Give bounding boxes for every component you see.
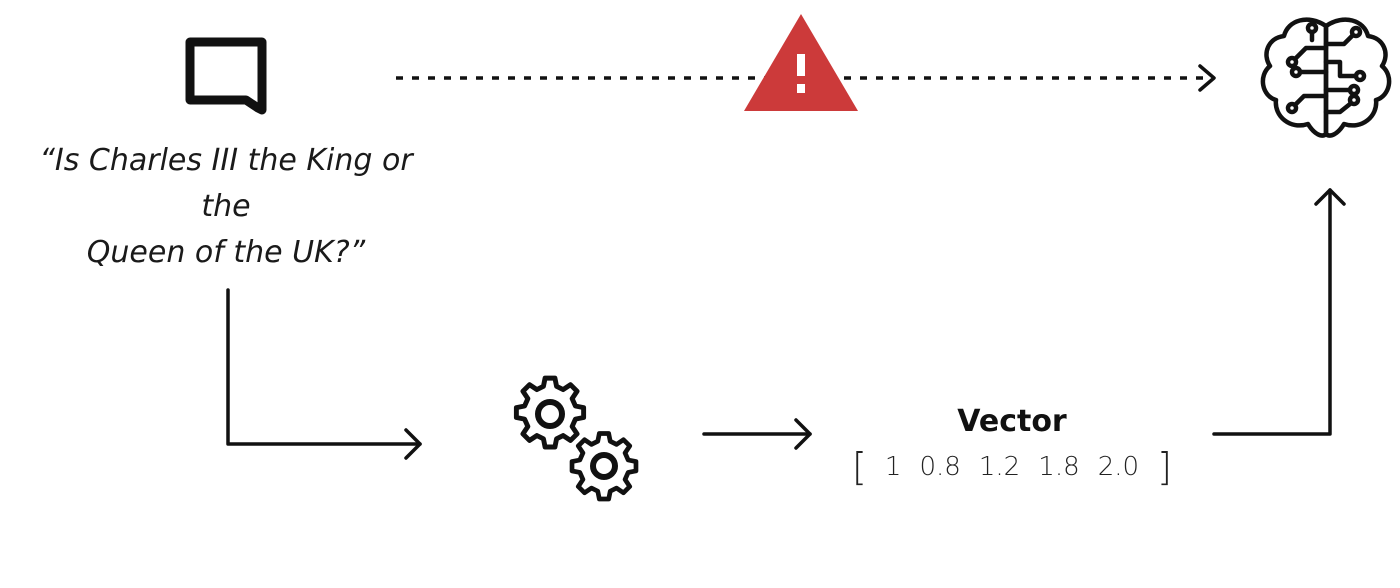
gears-icon [513,375,639,502]
vector-label: Vector [957,404,1067,439]
vector-value: 1.8 [1038,452,1080,482]
vector-open-bracket: [ [852,445,867,489]
question-line-2: Queen of the UK?” [86,235,366,270]
vector-value: 0.8 [919,452,961,482]
vector-values: [ 1 0.8 1.2 1.8 2.0 ] [852,448,1172,486]
vector-value: 1.2 [978,452,1021,482]
gears-to-vector-arrow [702,418,812,450]
user-question: “Is Charles III the King or the Queen of… [10,138,442,276]
embed-input-arrow [226,288,422,460]
warning-triangle-icon [744,14,858,111]
ai-brain-circuit-icon [1260,17,1392,138]
chat-bubble-icon [185,37,267,115]
question-line-1: “Is Charles III the King or the [39,143,413,224]
vector-close-bracket: ] [1157,445,1172,489]
vector-to-model-arrow [1212,188,1346,436]
vector-value: 2.0 [1097,452,1140,482]
vector-value: 1 [884,452,902,482]
